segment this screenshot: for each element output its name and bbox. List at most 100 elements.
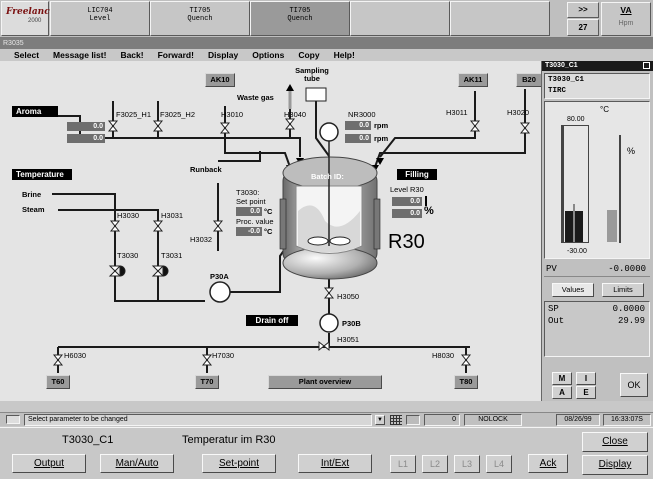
bottom-action-button[interactable]: Int/Ext (298, 454, 372, 473)
valve-h3032[interactable] (212, 220, 224, 232)
valve-h3010[interactable] (219, 122, 231, 134)
set-point-value[interactable]: 0.0 (236, 207, 262, 216)
valve-h8030[interactable] (460, 354, 472, 366)
menu-item[interactable]: Options (252, 50, 285, 60)
valve-t3031[interactable] (151, 265, 165, 277)
header-right-box[interactable]: VA Hpm (601, 2, 651, 36)
bottom-action-label: Man/Auto (115, 458, 159, 469)
status-date: 08/26/99 (564, 416, 592, 423)
bottom-action-button[interactable]: Man/Auto (100, 454, 174, 473)
valve-f3025-h1[interactable] (107, 120, 119, 132)
sp-value[interactable]: 0.0000 (612, 304, 645, 314)
e-button[interactable]: E (576, 386, 596, 399)
ok-button[interactable]: OK (620, 373, 648, 397)
nav-page-box: 27 (567, 19, 599, 36)
close-button[interactable]: Close (582, 432, 648, 452)
faceplate: T3030_C1 T3030_C1 TIRC °C 80.00 % -30.00… (541, 61, 653, 401)
level-value-2[interactable]: 0.0 (392, 209, 422, 218)
rpm-value-2[interactable]: 0.0 (345, 134, 371, 143)
valve-f3025-h2[interactable] (152, 120, 164, 132)
pump-p30a[interactable] (209, 281, 231, 303)
menu-item[interactable]: Copy (298, 50, 320, 60)
label-h3020: H3020 (507, 108, 530, 117)
header-right-sub: Hpm (618, 20, 634, 27)
bottom-action-button[interactable]: Set-point (202, 454, 276, 473)
out-frame (607, 135, 621, 243)
m-button[interactable]: M (552, 372, 572, 385)
label-t3031: T3031 (161, 251, 183, 260)
menu-item[interactable]: Help! (333, 50, 355, 60)
valve-h3031[interactable] (152, 220, 164, 232)
tank-t70[interactable]: T70 (195, 375, 219, 389)
status-printer-icon[interactable] (406, 415, 420, 425)
valve-h7030[interactable] (201, 354, 213, 366)
tank-t80[interactable]: T80 (454, 375, 478, 389)
menu-item[interactable]: Display (207, 50, 239, 60)
tank-t60[interactable]: T60 (46, 375, 70, 389)
bargraph-pct: % (627, 146, 636, 156)
ack-button[interactable]: Ack (528, 454, 568, 473)
l-button[interactable]: L2 (422, 455, 448, 473)
l-button-label: L3 (461, 459, 472, 469)
tank-ak11[interactable]: AK11 (458, 73, 488, 87)
l-button-label: L1 (397, 459, 408, 469)
faceplate-title: T3030_C1 (545, 62, 578, 69)
tank-ak10[interactable]: AK10 (205, 73, 235, 87)
header-tab-empty[interactable] (450, 1, 550, 36)
h3011-pipe (379, 91, 476, 158)
brine-pipe (52, 193, 205, 302)
bottom-action-button[interactable]: Output (12, 454, 86, 473)
out-value[interactable]: 29.99 (617, 316, 645, 326)
valve-h6030[interactable] (52, 354, 64, 366)
faceplate-titlebar: T3030_C1 (542, 61, 653, 71)
reactor-name: R30 (388, 231, 425, 253)
bottom-description: Temperatur im R30 (182, 434, 276, 446)
rpm-value-1[interactable]: 0.0 (345, 121, 371, 130)
status-dropdown-icon[interactable]: ▼ (375, 415, 385, 425)
tank-b20[interactable]: B20 (516, 73, 541, 87)
agitator-motor[interactable] (319, 122, 339, 142)
menu-item[interactable]: Back! (120, 50, 144, 60)
valve-h3050[interactable] (323, 287, 335, 299)
proc-value-value[interactable]: -0.0 (236, 227, 262, 236)
faceplate-close-icon[interactable] (643, 62, 650, 69)
plant-overview-button[interactable]: Plant overview (268, 375, 382, 389)
level-value-1[interactable]: 0.0 (392, 197, 422, 206)
header-tab-sub: Level (89, 15, 111, 23)
nav-page-number: 27 (578, 23, 588, 32)
values-button[interactable]: Values (552, 283, 594, 297)
sampling-box[interactable] (305, 87, 327, 102)
aroma-value-1[interactable]: 0.0 (67, 122, 105, 131)
valve-h3051[interactable] (318, 340, 330, 352)
menu-item[interactable]: Select (14, 50, 40, 60)
proc-value-label: Proc. value (236, 217, 274, 226)
menu-item[interactable]: Message list! (53, 50, 107, 60)
level-bar-indicator (425, 196, 427, 206)
valve-h3030[interactable] (109, 220, 121, 232)
drain-off-tag[interactable]: Drain off (246, 315, 298, 326)
status-bar: Select parameter to be changed ▼ 0 NOLOC… (0, 412, 653, 426)
menu-item[interactable]: Forward! (157, 50, 194, 60)
i-button[interactable]: I (576, 372, 596, 385)
limits-button[interactable]: Limits (602, 283, 644, 297)
e-button-label: E (583, 388, 589, 397)
header-tab-empty[interactable] (350, 1, 450, 36)
display-button-label: Display (598, 459, 632, 470)
valve-h3040[interactable] (284, 118, 296, 130)
valve-h3011[interactable] (469, 120, 481, 132)
l-button[interactable]: L1 (390, 455, 416, 473)
nav-arrows-button[interactable]: >> (567, 2, 599, 18)
pump-p30b[interactable] (319, 313, 339, 333)
l-button[interactable]: L4 (486, 455, 512, 473)
l-button[interactable]: L3 (454, 455, 480, 473)
rpm-unit-1: rpm (374, 121, 389, 130)
valve-h3020[interactable] (519, 122, 531, 134)
a-button[interactable]: A (552, 386, 572, 399)
aroma-value-2[interactable]: 0.0 (67, 134, 105, 143)
display-button[interactable]: Display (582, 455, 648, 475)
valve-t3030[interactable] (108, 265, 122, 277)
status-grid-icon[interactable] (390, 415, 402, 425)
